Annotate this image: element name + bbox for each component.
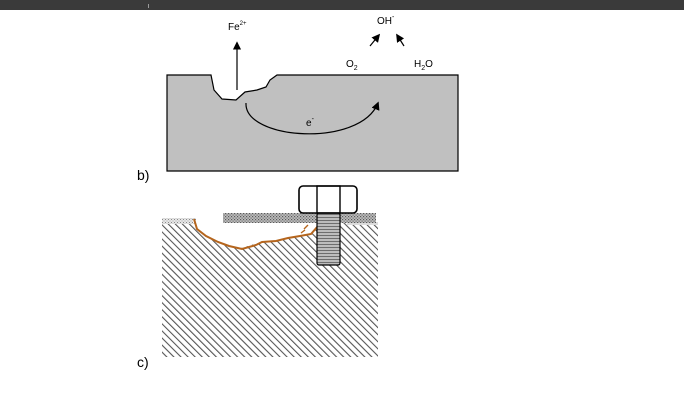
bolt-head: [298, 185, 358, 214]
panel-label-b: b): [137, 167, 149, 183]
window-top-bar: [0, 0, 684, 10]
top-bar-mark: [148, 4, 149, 8]
coating-plate: [223, 213, 376, 223]
corrosion-gouge: [193, 220, 317, 248]
metal-base: [162, 223, 378, 357]
diagram-b: Fe2+ OH- O2 H2O e- b): [137, 14, 459, 183]
surface-strip-left: [162, 218, 196, 224]
water-arrow: [396, 33, 405, 47]
oxygen-label: O2: [346, 59, 358, 72]
water-label: H2O: [414, 59, 433, 72]
surface-strip-right: [347, 222, 378, 225]
rust-line: [193, 218, 323, 251]
electron-flow-arrow: [245, 101, 380, 135]
diagram-c: c): [137, 185, 378, 370]
bolt-shank: [316, 212, 341, 266]
electron-label: e-: [306, 116, 315, 129]
panel-label-c: c): [137, 354, 149, 370]
hydroxide-label: OH-: [377, 14, 395, 27]
fe-ion-label: Fe2+: [228, 21, 247, 33]
rust-specks: [300, 224, 309, 234]
metal-block: [166, 74, 459, 172]
oxygen-arrow: [369, 33, 381, 47]
bolt-head-face: [316, 185, 341, 214]
